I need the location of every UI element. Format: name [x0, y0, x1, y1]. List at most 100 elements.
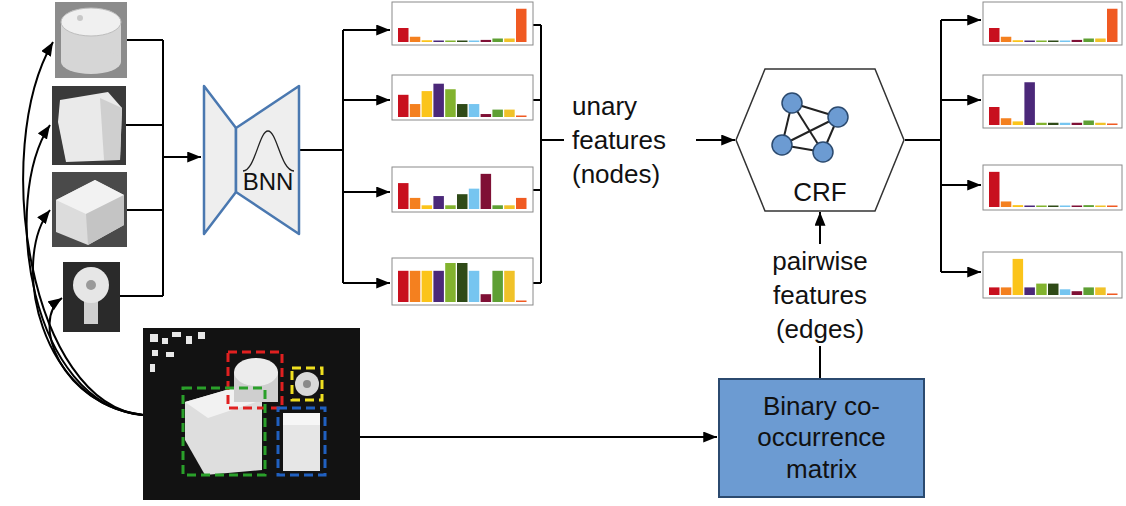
graph-node-icon: [782, 93, 802, 113]
histogram-bar: [516, 9, 527, 42]
histogram-bar: [481, 174, 492, 209]
histogram-bar: [422, 205, 433, 209]
hexagon-outline: [736, 69, 904, 211]
histogram-bar: [1083, 287, 1094, 295]
wire: [23, 20, 981, 437]
histogram-bar: [469, 104, 480, 117]
node-text: CRF: [793, 177, 846, 208]
histogram-bar: [445, 205, 456, 209]
histogram-bar: [516, 116, 527, 118]
histogram-bar: [481, 40, 492, 42]
histogram-bar: [1024, 287, 1035, 295]
histogram-bar: [492, 205, 503, 209]
histogram-bar: [433, 271, 444, 302]
histogram-bar: [457, 194, 468, 209]
histogram-bar: [469, 271, 480, 302]
histogram-frame: [392, 167, 533, 212]
histogram-bar: [1001, 118, 1012, 125]
histogram-frame: [392, 258, 533, 305]
histogram-bar: [481, 114, 492, 117]
histogram-bar: [492, 271, 503, 302]
histogram-bar: [1072, 206, 1083, 208]
histogram-bar: [492, 110, 503, 117]
graph-node-icon: [772, 135, 792, 155]
histogram-bar: [1083, 121, 1094, 126]
histogram: [983, 165, 1122, 210]
edge-label: pairwise features (edges): [758, 244, 882, 346]
scene-photo: [143, 328, 360, 500]
histogram-bar: [504, 205, 515, 209]
decoder-shape: [236, 86, 299, 234]
histogram-bar: [1036, 284, 1047, 295]
histogram-bar: [1036, 206, 1047, 208]
histogram-bar: [1001, 37, 1012, 42]
encoder-shape: [204, 86, 236, 234]
histogram: [983, 252, 1122, 298]
network-block: BNN: [203, 85, 300, 235]
histogram-frame: [983, 2, 1122, 45]
histogram-bar: [422, 40, 433, 42]
histogram-bar: [989, 28, 1000, 42]
histogram-bar: [1072, 40, 1083, 42]
histogram-bar: [1072, 291, 1083, 295]
histogram-bar: [398, 271, 409, 302]
object-crop: [52, 86, 126, 165]
histogram-bar: [1013, 259, 1024, 295]
histogram-bar: [1095, 39, 1106, 43]
histogram: [392, 2, 533, 45]
histogram-bar: [516, 301, 527, 303]
histogram-frame: [983, 252, 1122, 298]
histogram-bar: [457, 263, 468, 302]
histogram-bar: [504, 39, 515, 43]
histogram-frame: [983, 165, 1122, 210]
gaussian-curve: [243, 131, 294, 171]
histogram-bar: [1024, 41, 1035, 43]
histogram-bar: [398, 28, 409, 42]
histogram-frame: [983, 75, 1122, 128]
histogram-bar: [410, 37, 421, 42]
histogram-bar: [1083, 205, 1094, 207]
histogram-bar: [1036, 41, 1047, 43]
crf-hexagon: CRF: [735, 68, 905, 212]
histogram-frame: [392, 75, 533, 120]
histogram-bar: [410, 104, 421, 117]
histogram: [392, 167, 533, 212]
histogram-bar: [504, 271, 515, 302]
histogram-bar: [1107, 124, 1118, 126]
object-crop: [63, 262, 120, 332]
object-crop: [55, 2, 127, 78]
histogram-bar: [469, 189, 480, 209]
node-text: BNN: [243, 168, 294, 197]
histogram-bar: [398, 183, 409, 209]
histogram-bar: [1013, 121, 1024, 125]
object-crop: [52, 172, 127, 247]
histogram-bar: [433, 84, 444, 117]
histogram-bar: [1001, 201, 1012, 207]
histogram-bar: [1036, 123, 1047, 125]
histogram-bar: [1107, 294, 1118, 296]
histogram-bar: [989, 172, 1000, 207]
histogram-bar: [1001, 287, 1012, 295]
histogram-bar: [433, 196, 444, 209]
histogram-bar: [1060, 41, 1071, 43]
histogram: [392, 75, 533, 120]
process-box: Binary co-occurrence matrix: [718, 378, 925, 498]
histogram: [392, 258, 533, 305]
histogram-bar: [445, 263, 456, 302]
node-text: Binary co-occurrence matrix: [726, 391, 917, 485]
histogram-bar: [422, 91, 433, 117]
histogram-bar: [1048, 41, 1059, 43]
histogram-bar: [516, 198, 527, 209]
network-block-outline: [203, 85, 300, 235]
histogram-bar: [445, 41, 456, 43]
histogram-bar: [1048, 123, 1059, 125]
histogram-bar: [1107, 9, 1118, 42]
histogram: [983, 2, 1122, 45]
histogram: [983, 75, 1122, 128]
histogram-bar: [410, 198, 421, 209]
histogram-bar: [1048, 206, 1059, 208]
histogram-bar: [398, 95, 409, 117]
annotation-label: unary features (nodes): [572, 89, 696, 191]
